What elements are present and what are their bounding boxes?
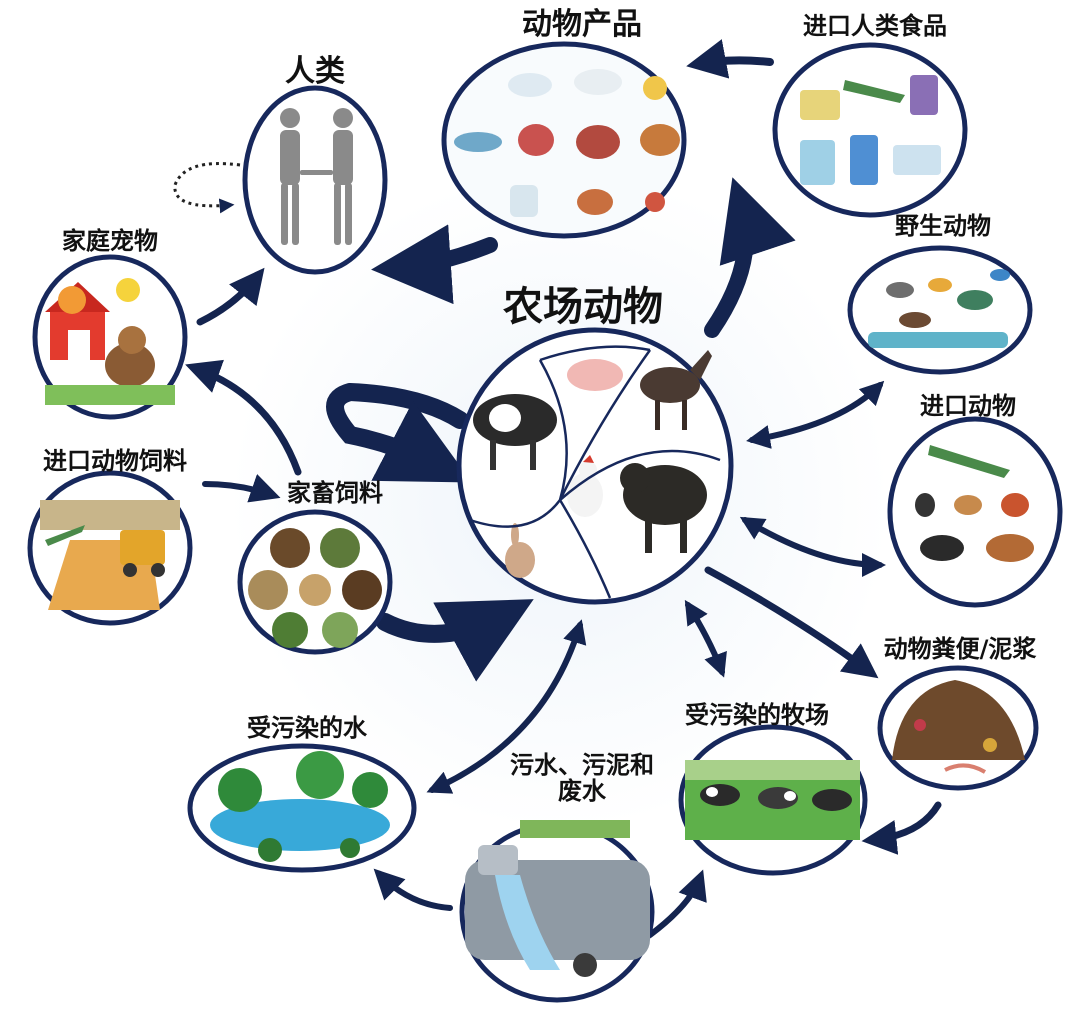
label-wildlife: 野生动物 (895, 212, 991, 240)
node-contaminated-pasture (678, 724, 868, 876)
farm-animals-icon (473, 350, 712, 578)
arrows (185, 39, 942, 938)
label-contaminated-pasture: 受污染的牧场 (685, 701, 829, 729)
pets-icon (45, 278, 175, 405)
arrow-farm-pasture (684, 599, 727, 678)
label-pets: 家庭宠物 (62, 227, 158, 255)
node-animal-products (441, 41, 687, 239)
node-imported-animals (887, 416, 1063, 608)
arrow-manure-to-pasture (861, 801, 942, 855)
node-human (242, 85, 388, 275)
arrow-farm-to-manure (704, 566, 879, 679)
node-imported-feed (27, 470, 193, 626)
imported-animals-icon (915, 445, 1034, 562)
arrow-feed-to-pets (185, 359, 302, 476)
label-livestock-feed: 家畜饲料 (287, 479, 383, 507)
arrow-farm-water (426, 619, 587, 794)
node-contaminated-water (187, 743, 417, 873)
node-livestock-feed (237, 509, 393, 655)
food-items-icon (454, 69, 680, 217)
arrow-farm-to-products (704, 177, 796, 338)
node-farm-animals (456, 327, 734, 605)
human-figures-icon (280, 108, 353, 245)
pasture-icon (685, 760, 860, 840)
node-wildlife (847, 245, 1033, 375)
food-packages-icon (800, 75, 941, 185)
sewage-pipe-icon (465, 820, 650, 977)
label-farm-animals: 农场动物 (503, 284, 663, 330)
arrow-sewage-to-water (373, 868, 453, 911)
arrow-importedfeed-to-feed (202, 473, 281, 503)
arrow-sewage-to-pasture (647, 869, 707, 938)
label-sewage: 污水、污泥和废水 (510, 751, 654, 806)
label-imported-animals: 进口动物 (920, 392, 1016, 420)
feed-pellets-icon (248, 528, 382, 648)
arrow-farm-wildlife (746, 380, 885, 449)
arrow-farm-loop (326, 382, 472, 483)
label-imported-feed: 进口动物饲料 (43, 447, 187, 475)
arrow-products-to-human (371, 224, 498, 305)
label-contaminated-water: 受污染的水 (247, 714, 367, 742)
label-imported-food: 进口人类食品 (803, 12, 947, 40)
arrow-pets-to-human (196, 267, 265, 326)
label-animal-products: 动物产品 (522, 7, 642, 42)
arrow-farm-importedanimals (739, 516, 886, 577)
node-pets (32, 254, 188, 420)
wildlife-icon (868, 269, 1010, 348)
farm-dividers (469, 345, 721, 599)
node-sewage (459, 820, 655, 1003)
node-imported-food (772, 42, 968, 218)
imported-feed-icon (40, 500, 180, 610)
node-manure (877, 665, 1039, 791)
label-manure: 动物粪便/泥浆 (883, 635, 1037, 663)
label-human: 人类 (285, 54, 345, 89)
manure-pile-icon (892, 680, 1025, 774)
pond-icon (210, 751, 390, 862)
arrow-human-loop (173, 162, 241, 214)
arrow-importedfood-to-products (686, 39, 774, 79)
